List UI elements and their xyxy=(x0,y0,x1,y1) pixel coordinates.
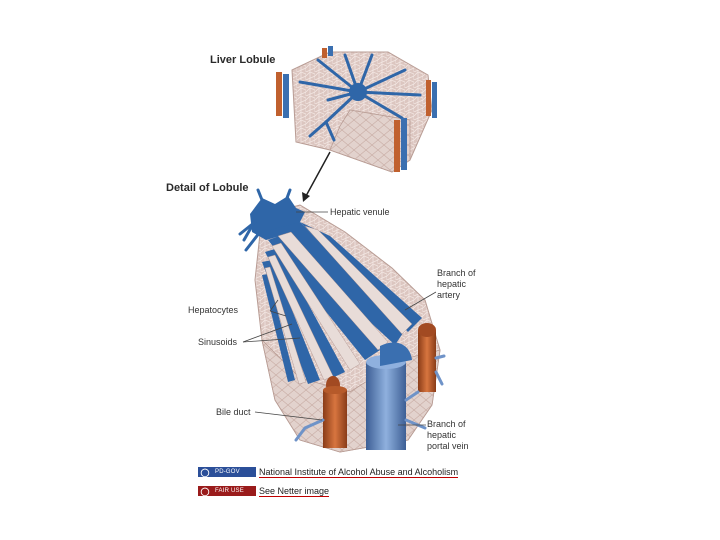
lobule-hexagon xyxy=(276,46,437,202)
public-domain-icon: ◯ xyxy=(200,467,210,477)
artery-column-left xyxy=(323,390,347,448)
fair-use-badge[interactable]: ◯ FAIR USE xyxy=(198,486,256,496)
central-vein xyxy=(349,83,367,101)
bile-duct-label: Bile duct xyxy=(216,407,251,417)
pd-gov-badge[interactable]: ◯ PD-GOV xyxy=(198,467,256,477)
leader-lines xyxy=(242,211,437,426)
netter-image-link[interactable]: See Netter image xyxy=(259,485,330,497)
hepatic-venule xyxy=(250,196,305,240)
detail-arrow xyxy=(305,151,331,197)
fair-use-row: ◯ FAIR USE See Netter image xyxy=(198,485,330,497)
lobule-detail-wedge xyxy=(238,188,446,453)
fair-use-icon: ◯ xyxy=(200,486,210,496)
portal-vein-label: Branch of hepatic portal vein xyxy=(427,419,469,451)
hepatic-artery-label: Branch of hepatic artery xyxy=(437,268,476,300)
hepatocyte-plates xyxy=(264,225,413,385)
detail-heading: Detail of Lobule xyxy=(166,182,249,194)
portal-vein-column xyxy=(366,362,406,450)
credit-link[interactable]: National Institute of Alcohol Abuse and … xyxy=(259,466,459,478)
sinusoids-label: Sinusoids xyxy=(198,337,238,347)
hepatic-venule-label: Hepatic venule xyxy=(330,207,390,217)
hepatocytes-label: Hepatocytes xyxy=(188,305,239,315)
lobule-heading: Liver Lobule xyxy=(210,54,276,66)
artery-column-right xyxy=(418,330,436,392)
credit-row: ◯ PD-GOV National Institute of Alcohol A… xyxy=(198,466,459,478)
lobule-portal-triads xyxy=(276,46,437,172)
